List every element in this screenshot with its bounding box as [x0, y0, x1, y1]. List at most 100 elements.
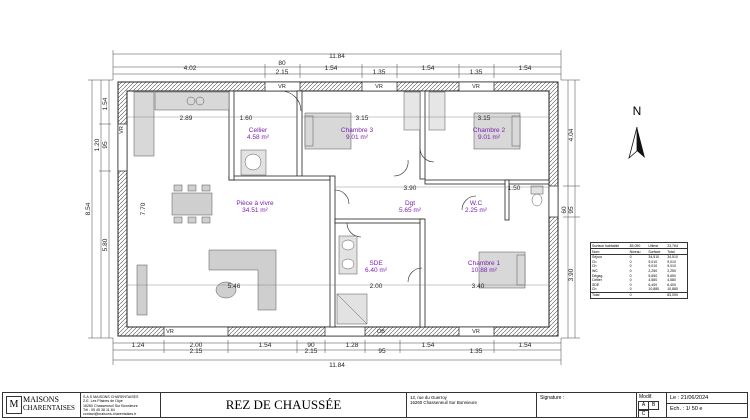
surface-table-cell: 34,510 [648, 255, 660, 260]
dim-top-1-4: 1.54 [519, 65, 532, 72]
surface-table-cell: 0 [629, 269, 632, 274]
surface-table-cell: Cellier [592, 278, 602, 283]
site-address: 12, rue du Guerroy 16260 Chasseneuil Sur… [407, 393, 537, 417]
windows [117, 81, 559, 337]
room-name-dgt: Dgt [405, 200, 415, 207]
dim-bottom-1-4: 1.28 [346, 342, 359, 349]
room-area-chambre1: 10.88 m² [471, 267, 497, 274]
room-area-chambre3: 9.01 m² [346, 134, 369, 141]
dim-int-0: 2.89 [180, 115, 193, 122]
company-line-3: Tél : 05 45 38 11 84 [83, 407, 115, 412]
bed-chambre-1 [478, 251, 526, 289]
company-logo: M MAISONS CHARENTAISES [3, 393, 81, 417]
wardrobes [403, 91, 446, 131]
surface-table-cell: Ch [592, 287, 597, 292]
surface-table-cell: 34,510 [667, 255, 678, 260]
dim-int-1: 1.60 [240, 115, 253, 122]
dim-line-interior [127, 116, 549, 286]
interior-walls [228, 90, 550, 328]
col-3: Total [667, 249, 675, 254]
dim-right-2: 95 [568, 206, 575, 214]
logo-line-1: MAISONS [23, 395, 60, 404]
dim-top-2-1: 1.35 [373, 69, 386, 76]
dim-left-5: 5.80 [102, 238, 109, 251]
room-name-chambre3: Chambre 3 [341, 127, 374, 134]
dim-bottom-1-3: 90 [307, 342, 315, 349]
surface-table-cell: 0 [629, 255, 632, 260]
header-3: 23,764 [667, 243, 678, 248]
total-2 [648, 293, 667, 297]
dim-right-0: 4.04 [568, 128, 575, 141]
room-area-wc: 2.25 m² [465, 207, 488, 214]
room-area-chambre2: 9.01 m² [478, 134, 501, 141]
address-line-2: 16260 Chasseneuil Sur Bonnieure [410, 400, 477, 405]
room-name-chambre2: Chambre 2 [473, 127, 506, 134]
room-name-celier: Cellier [249, 127, 268, 134]
dim-overall-bottom: 11.84 [329, 362, 345, 369]
dim-int-8: 5.46 [228, 283, 241, 290]
surface-table-cell: 0 [629, 259, 632, 264]
dim-top-1-2: 1.54 [325, 65, 338, 72]
header-1: 83,090 [629, 243, 641, 248]
bed-chambre-3 [304, 112, 352, 150]
surface-table-cell: 9,010 [648, 264, 658, 269]
company-line-4: contact@maisons-charentaises.fr [83, 412, 137, 417]
north-arrow-icon [628, 126, 645, 160]
surface-table-cell: 4,580 [667, 278, 676, 283]
surface-table-cell: 0 [629, 282, 632, 287]
dim-left-1: 1.20 [94, 138, 101, 151]
logo-line-2: CHARENTAISES [23, 404, 75, 412]
surface-table-cell: Ch [592, 259, 597, 264]
label-vr-left: VR [119, 126, 125, 134]
address-line-1: 12, rue du Guerroy [410, 395, 447, 400]
dim-bottom-2-3: 1.35 [470, 348, 483, 355]
surface-table-header: Surface habitable 83,090 Ultime 23,764 [591, 243, 687, 249]
logo-mark-icon: M [6, 396, 22, 414]
modif-label: Modif. [639, 394, 653, 400]
label-ob: OB [377, 329, 385, 335]
dim-bottom-2-0: 2.15 [190, 348, 203, 355]
dim-int-3: 3.15 [478, 115, 491, 122]
room-area-dgt: 5.65 m² [399, 207, 422, 214]
surface-table-cell: 0 [629, 287, 632, 292]
dim-int-5: 1.50 [508, 185, 521, 192]
tv-unit [136, 264, 148, 316]
dim-left-4: 7.70 [140, 202, 147, 215]
room-area-sde: 6.40 m² [365, 267, 388, 274]
header-2: Ultime [648, 243, 659, 248]
surface-table: Surface habitable 83,090 Ultime 23,764 N… [590, 242, 688, 299]
drawing-title: REZ DE CHAUSSÉE [161, 393, 407, 417]
bed-chambre-2 [473, 112, 521, 150]
surface-table-cell: 9,010 [667, 264, 676, 269]
room-area-piece: 34.51 m² [242, 207, 268, 214]
total-1: 0 [629, 293, 632, 298]
title-block: M MAISONS CHARENTAISES S.A.S MAISONS CHA… [2, 392, 748, 418]
modification-box: Modif. ABC DEF [637, 393, 667, 417]
label-vr-top-1: VR [278, 84, 286, 90]
dim-top-2-0: 2.15 [276, 69, 289, 76]
cellier-equipment [240, 149, 267, 176]
dim-left-2: 95 [102, 141, 109, 149]
surface-table-total: Total 0 83,090 [591, 291, 687, 298]
dim-right-1: 60 [561, 206, 568, 214]
surface-table-cell: 10,880 [648, 287, 660, 292]
surface-table-cell: 0 [629, 278, 632, 283]
company-info: S.A.S MAISONS CHARENTAISES Z.E. Les Plai… [81, 393, 161, 417]
dim-bottom-2-2: 95 [378, 348, 386, 355]
dimension-lines-right [561, 79, 580, 339]
room-name-chambre1: Chambre 1 [468, 260, 501, 267]
surface-table-cell: 2,250 [648, 269, 658, 274]
room-name-wc: W.C [470, 200, 483, 207]
surface-table-cell: 5,650 [648, 273, 658, 278]
scale-value: Ech. : 1/ 50 e [670, 406, 703, 412]
dim-left-0: 1.54 [102, 97, 109, 110]
dim-left-3: 8.54 [85, 202, 92, 215]
sofa [208, 249, 277, 311]
modif-letter-b: B [648, 401, 659, 410]
surface-table-cell: Ch [592, 264, 597, 269]
